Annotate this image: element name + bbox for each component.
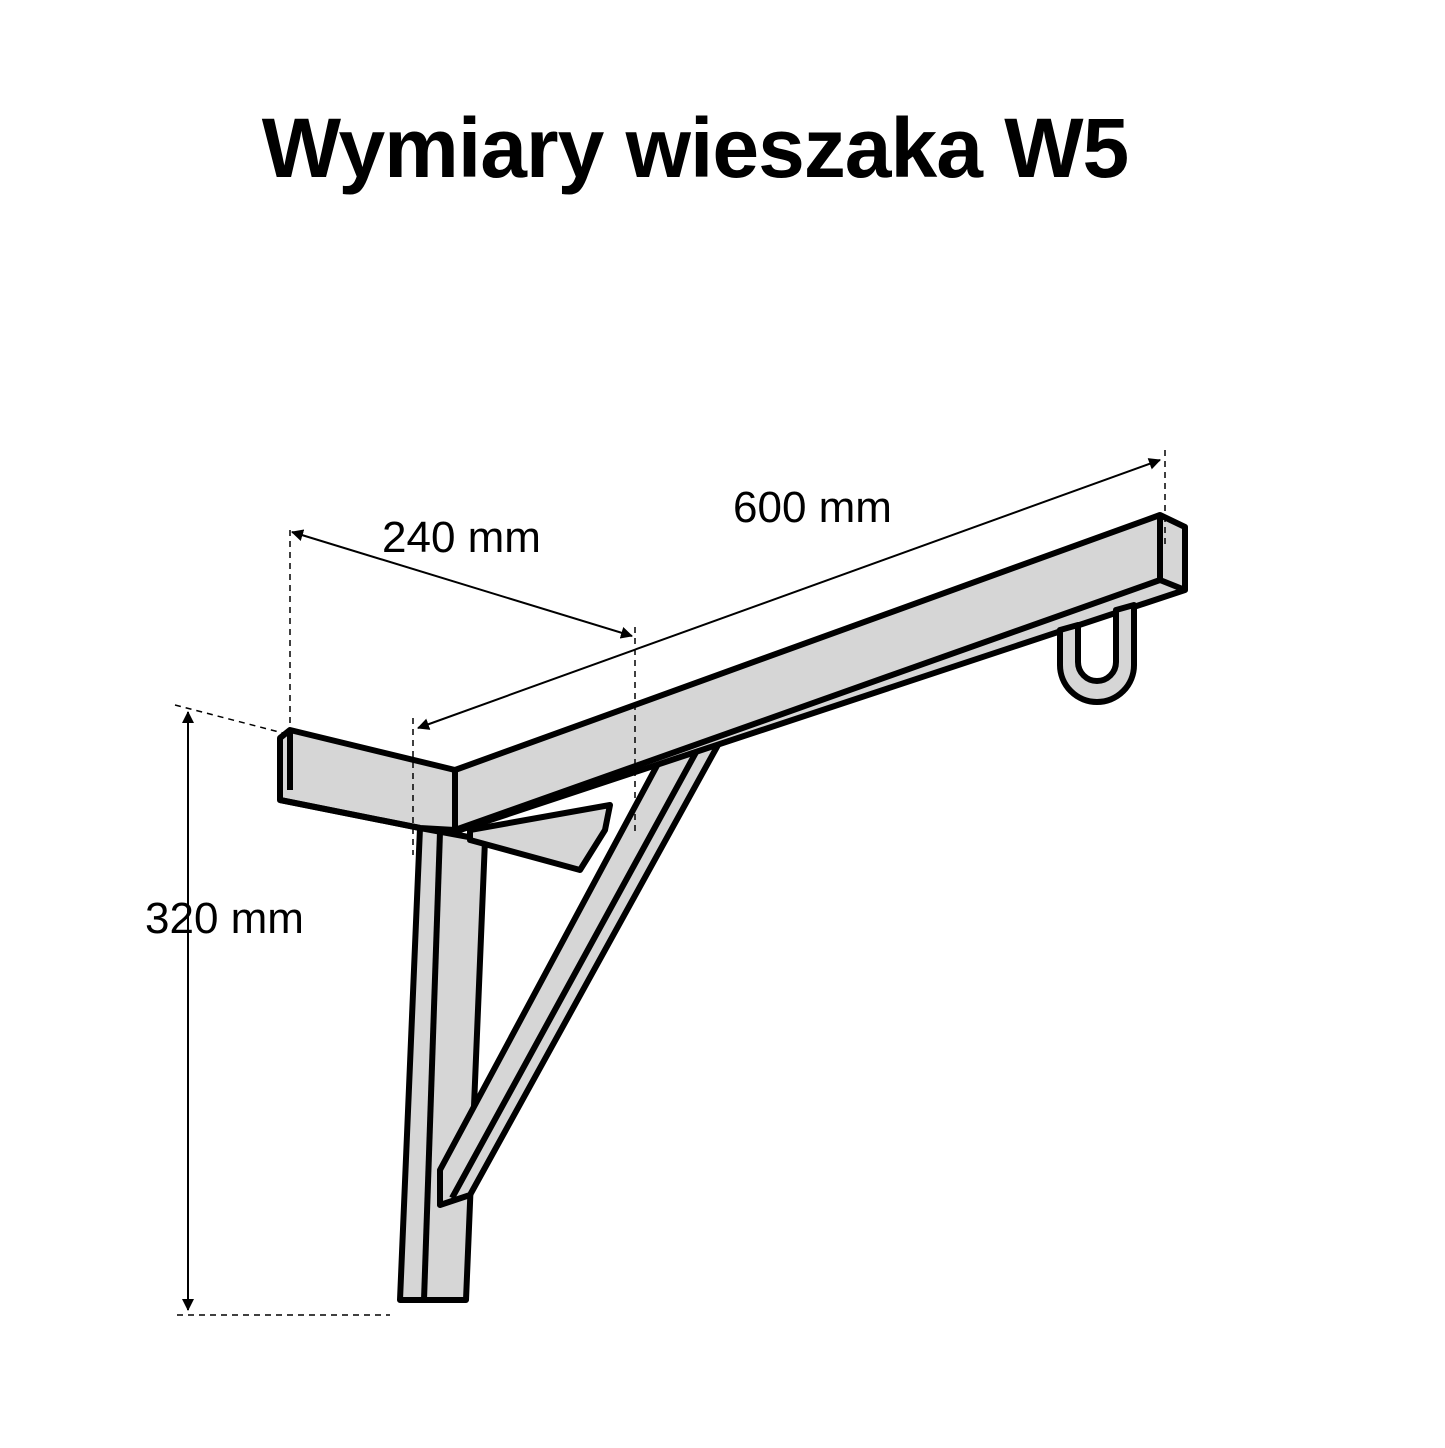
label-240mm: 240 mm <box>382 513 541 562</box>
label-600mm: 600 mm <box>733 483 892 532</box>
cross-brace <box>467 802 613 873</box>
diagram-title: Wymiary wieszaka W5 <box>261 101 1130 195</box>
vertical-post <box>397 825 488 1303</box>
dimension-lines <box>174 450 1166 1316</box>
bracket-structure <box>277 512 1188 1303</box>
label-320mm: 320 mm <box>145 894 304 943</box>
